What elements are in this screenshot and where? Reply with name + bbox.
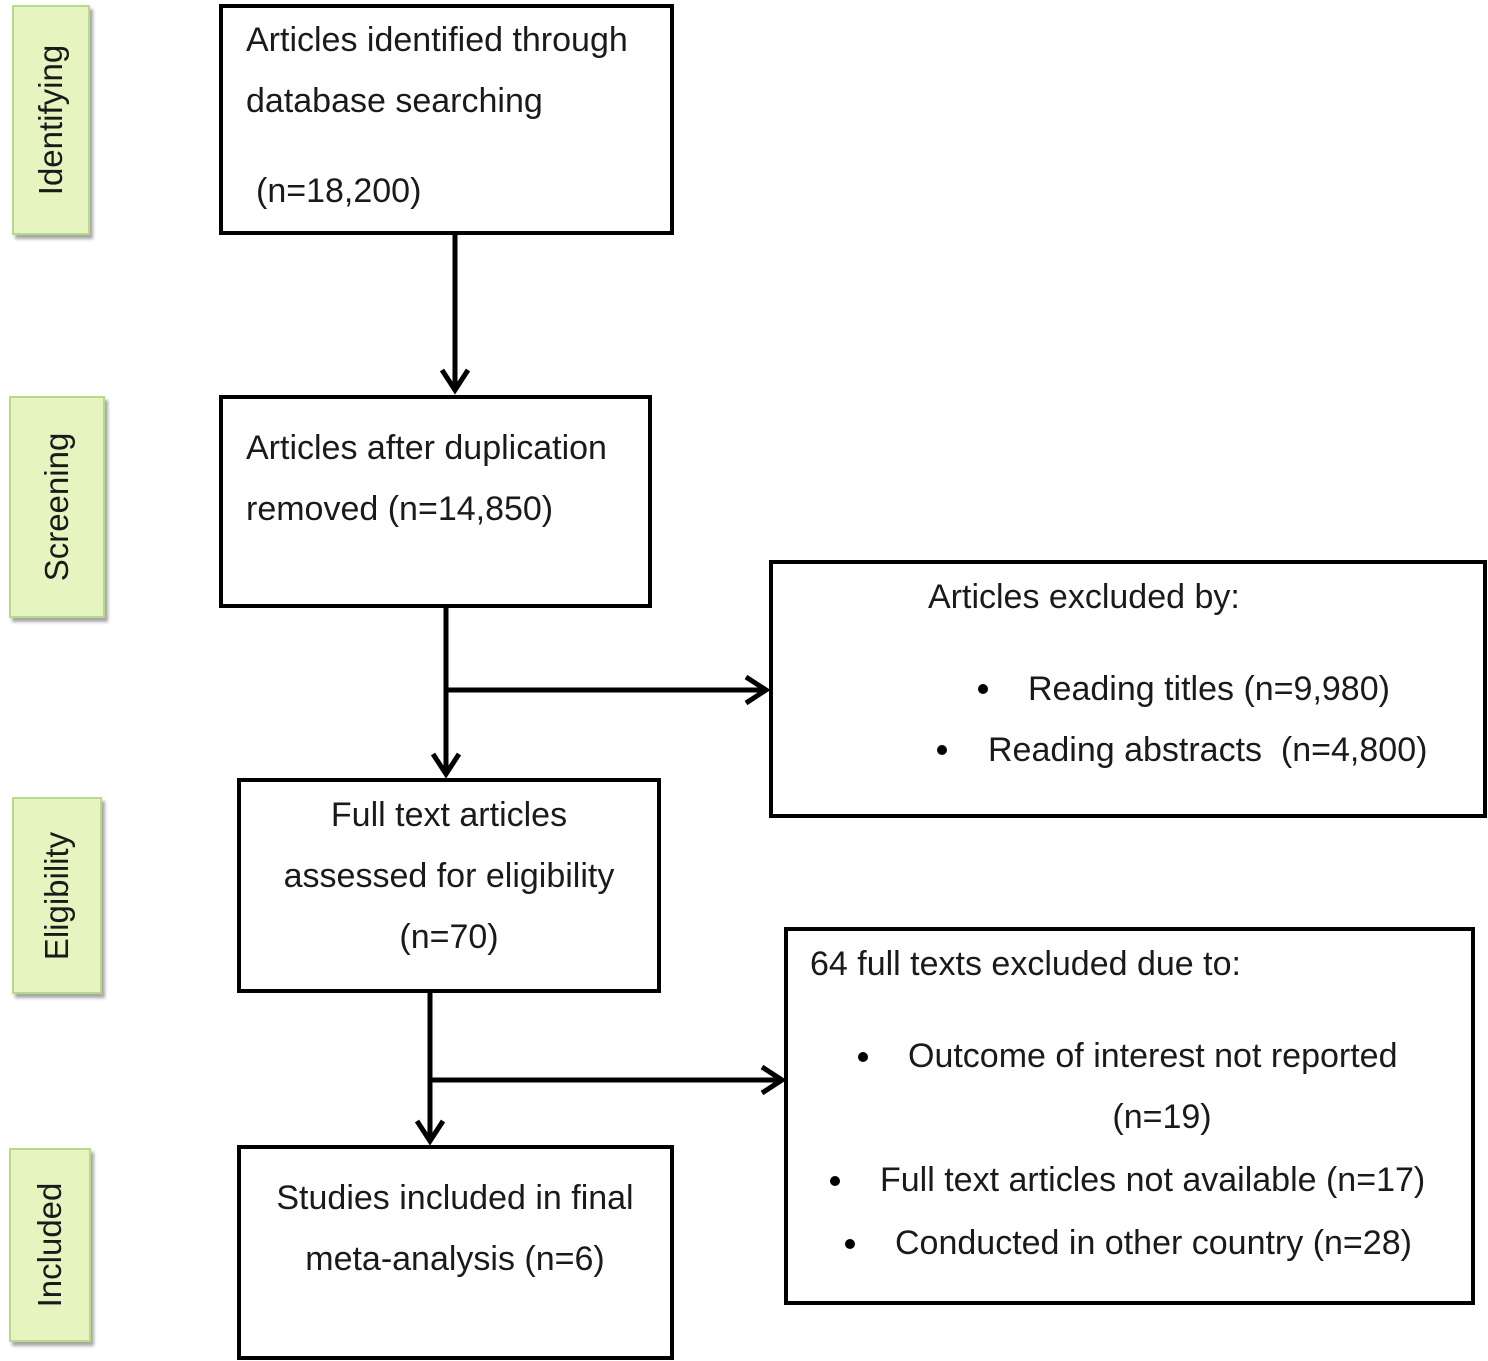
box-fulltext-line3: (n=70) (399, 918, 499, 956)
excluded-fulltext-heading: 64 full texts excluded due to: (810, 945, 1241, 983)
excluded-fulltext-item: Outcome of interest not reported (908, 1037, 1398, 1075)
box-fulltext-assessed (237, 778, 661, 993)
arrowhead-right (760, 1064, 787, 1096)
bullet-point (978, 684, 988, 694)
box-included-line2: meta-analysis (n=6) (305, 1240, 605, 1278)
bullet-point (937, 745, 947, 755)
phase-label-identifying: Identifying (12, 5, 90, 235)
box-deduplicated-line1: Articles after duplication (246, 429, 607, 467)
arrowhead-down (430, 752, 462, 779)
arrowhead-down (414, 1119, 446, 1146)
bullet-point (845, 1239, 855, 1249)
box-excluded-screening (769, 560, 1487, 818)
phase-label-eligibility: Eligibility (12, 797, 102, 994)
excluded-fulltext-item-count: (n=19) (1112, 1098, 1212, 1136)
excluded-fulltext-item: Conducted in other country (n=28) (895, 1224, 1412, 1262)
bullet-point (830, 1176, 840, 1186)
arrowhead-right (744, 674, 771, 706)
box-articles-deduplicated (219, 395, 652, 608)
box-identified-line3: (n=18,200) (256, 172, 422, 210)
excluded-fulltext-item: Full text articles not available (n=17) (880, 1161, 1426, 1199)
box-fulltext-line1: Full text articles (330, 796, 568, 834)
box-excluded-fulltext (784, 927, 1475, 1305)
excluded-screening-item: Reading abstracts (n=4,800) (988, 731, 1428, 769)
box-fulltext-line2: assessed for eligibility (283, 857, 615, 895)
box-identified-line2: database searching (246, 82, 543, 120)
box-studies-included (237, 1145, 674, 1360)
phase-label-screening: Screening (9, 396, 105, 618)
box-deduplicated-line2: removed (n=14,850) (246, 490, 554, 528)
box-identified-line1: Articles identified through (246, 21, 628, 59)
box-articles-identified (219, 4, 674, 235)
excluded-screening-item: Reading titles (n=9,980) (1028, 670, 1390, 708)
box-included-line1: Studies included in final (276, 1179, 634, 1217)
bullet-point (858, 1052, 868, 1062)
arrowhead-down (439, 368, 471, 395)
phase-label-included: Included (9, 1148, 91, 1342)
excluded-screening-heading: Articles excluded by: (928, 578, 1240, 616)
